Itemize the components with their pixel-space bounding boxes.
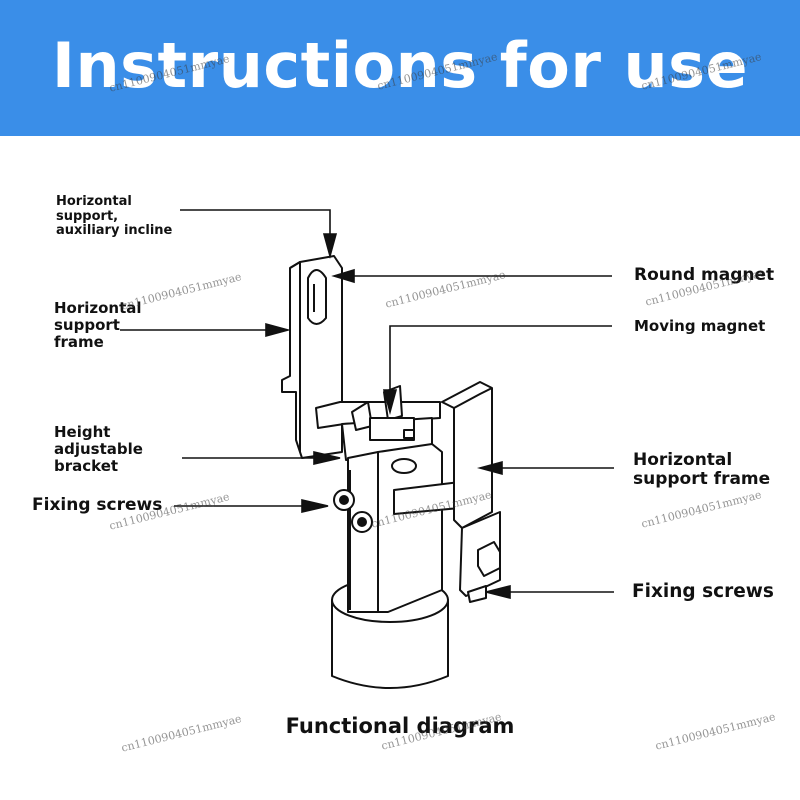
label-round-magnet: Round magnet bbox=[634, 265, 775, 285]
right-support-frame bbox=[441, 381, 501, 603]
label-moving-magnet: Moving magnet bbox=[634, 317, 766, 335]
label-horizontal-support-incline: Horizontal support, auxiliary incline bbox=[56, 194, 173, 239]
diagram-caption: Functional diagram bbox=[285, 714, 515, 738]
label-horizontal-support-frame-left: Horizontal support frame bbox=[54, 299, 142, 351]
label-fixing-screws-right: Fixing screws bbox=[632, 581, 774, 602]
left-support-frame bbox=[281, 255, 343, 459]
label-height-adjustable-bracket: Height adjustable bracket bbox=[54, 423, 143, 475]
leader-lines bbox=[120, 209, 614, 600]
title-banner: Instructions for use bbox=[0, 0, 800, 136]
fixing-screws-left bbox=[333, 489, 373, 533]
page-title: Instructions for use bbox=[51, 28, 749, 102]
label-horizontal-support-frame-right: Horizontal support frame bbox=[633, 450, 771, 490]
label-fixing-screws-left: Fixing screws bbox=[32, 495, 163, 515]
